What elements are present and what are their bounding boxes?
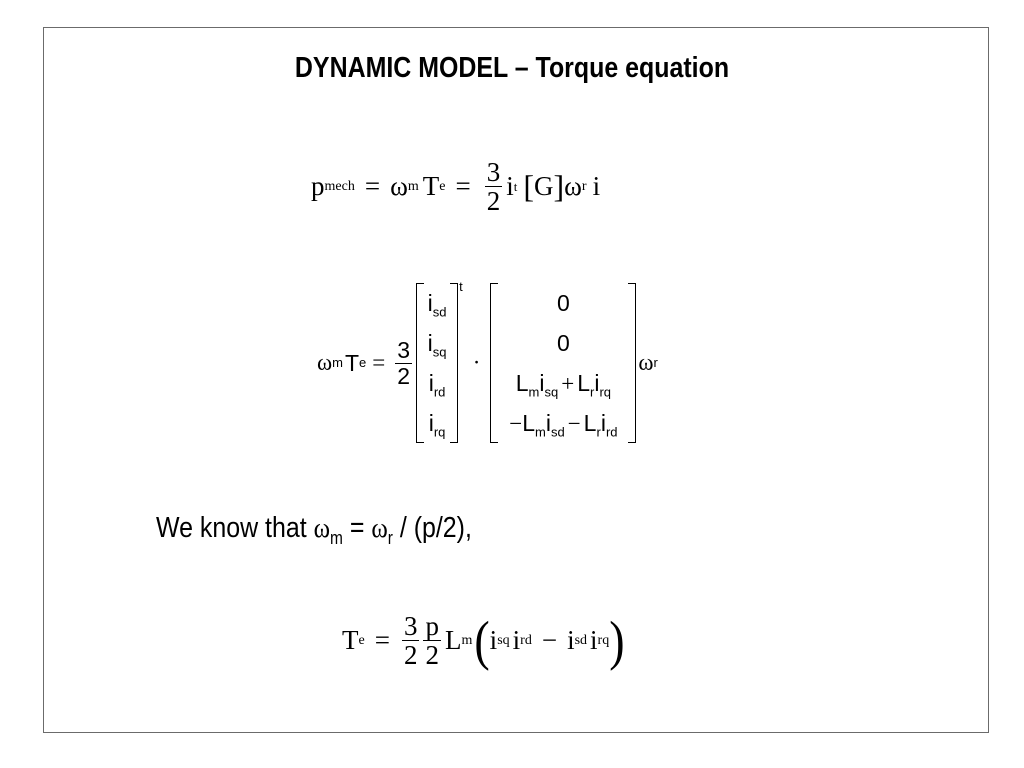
numerator: p — [425, 611, 439, 641]
equals-sign-2: = — [455, 171, 471, 202]
dot-operator: · — [472, 350, 481, 375]
equals-sign: = — [364, 171, 381, 202]
vector-entry: irq — [428, 410, 446, 440]
matrix-row-1: 0 — [556, 290, 570, 316]
equals-sign: = — [372, 350, 386, 375]
matrix-row-3: Lmisq+Lrirq — [515, 370, 612, 400]
numerator: 3 — [403, 611, 418, 641]
i-symbol: i — [506, 171, 514, 202]
equals-sign: = — [342, 512, 372, 544]
l-symbol: L — [444, 625, 462, 656]
left-bracket: [ — [523, 168, 534, 205]
i-symbol: i — [489, 625, 498, 656]
vector-entry: isd — [427, 290, 447, 320]
vector-entry: ird — [428, 370, 446, 400]
slide-frame — [43, 27, 989, 733]
r-subscript: r — [387, 527, 393, 548]
g-omega-matrix: 0 0 Lmisq+Lrirq −Lmisd−Lrird — [490, 283, 637, 443]
m-subscript: m — [329, 527, 343, 548]
relation-statement: We know that ωm = ωr / (p/2), — [156, 512, 472, 548]
p-symbol: p — [311, 171, 325, 202]
slide-title: DYNAMIC MODEL – Torque equation — [294, 52, 730, 84]
denominator: 2 — [484, 186, 503, 217]
matrix-row-2: 0 — [556, 330, 570, 356]
t-symbol: T — [344, 349, 360, 376]
statement-suffix: / (p/2), — [392, 512, 472, 544]
left-paren: ( — [474, 609, 490, 671]
omega-r-symbol: ω — [371, 512, 388, 544]
right-paren: ) — [609, 609, 625, 671]
omega-r-symbol: ω — [564, 171, 582, 202]
t-symbol: T — [422, 171, 440, 202]
i-symbol: i — [512, 625, 521, 656]
minus-sign: − — [541, 625, 558, 656]
omega-r-symbol: ω — [638, 350, 654, 375]
current-vector: isd isq ird irq — [416, 283, 459, 443]
i-symbol-2: i — [592, 171, 601, 202]
omega-m-symbol: ω — [313, 512, 330, 544]
t-symbol: T — [342, 625, 359, 656]
i-symbol: i — [590, 625, 598, 656]
omega-symbol: ω — [390, 171, 408, 202]
vector-entry: isq — [427, 330, 447, 360]
matrix-row-4: −Lmisd−Lrird — [509, 410, 618, 440]
denominator: 2 — [401, 640, 420, 671]
denominator: 2 — [395, 362, 413, 389]
three-halves-fraction: 3 2 — [484, 157, 503, 217]
statement-prefix: We know that — [156, 512, 314, 544]
transpose-superscript: t — [459, 279, 463, 294]
i-symbol: i — [567, 625, 575, 656]
right-bracket: ] — [553, 168, 565, 205]
p-halves-fraction: p 2 — [423, 612, 441, 670]
omega-symbol: ω — [317, 350, 333, 375]
numerator: 3 — [397, 337, 411, 364]
three-halves-fraction: 3 2 — [395, 337, 413, 389]
denominator: 2 — [423, 640, 441, 671]
equals-sign: = — [374, 625, 390, 656]
three-halves-fraction: 3 2 — [401, 611, 420, 671]
g-symbol: G — [533, 171, 554, 202]
numerator: 3 — [486, 157, 501, 187]
